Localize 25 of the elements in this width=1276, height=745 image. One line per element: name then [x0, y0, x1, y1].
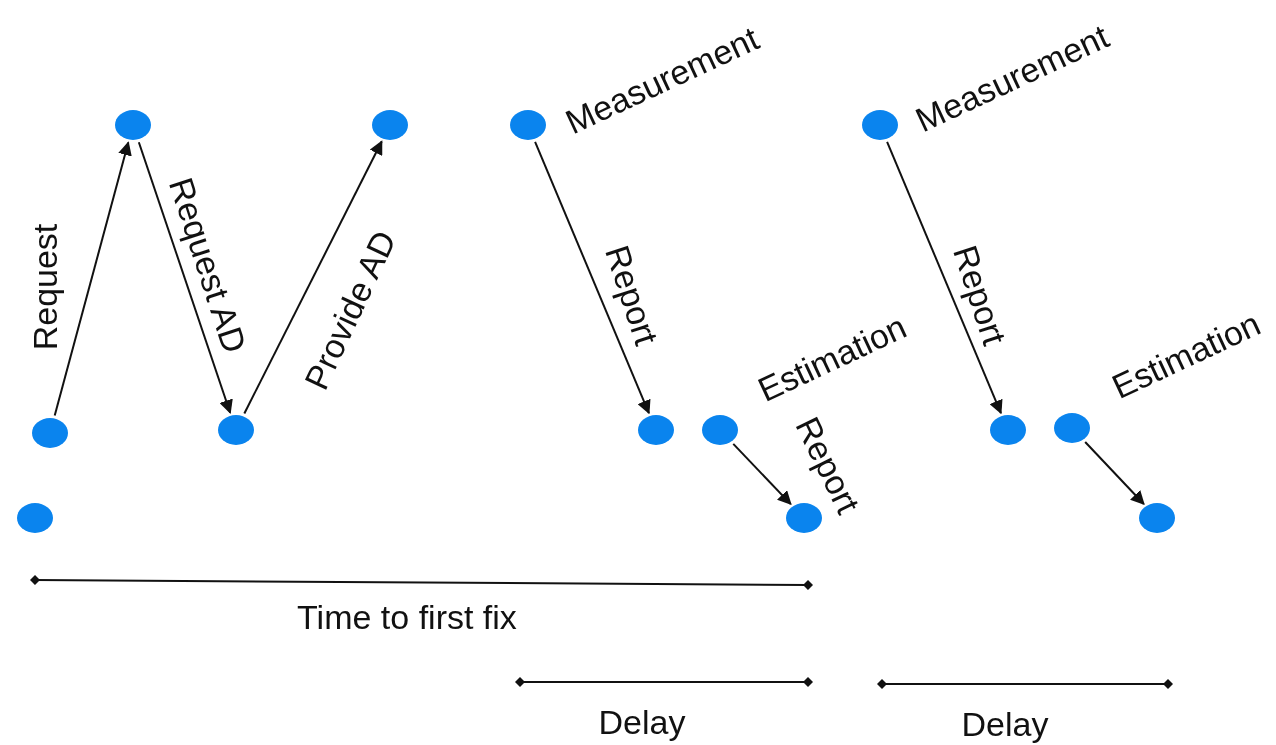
- dot: [862, 110, 898, 140]
- dot: [702, 415, 738, 445]
- dimension-label: Delay: [598, 705, 686, 739]
- arrow: [534, 140, 651, 415]
- edge-label: Report: [600, 241, 664, 349]
- dot: [510, 110, 546, 140]
- dot: [218, 415, 254, 445]
- arrow: [137, 141, 233, 415]
- arrow: [53, 141, 132, 417]
- dot: [1054, 413, 1090, 443]
- dot: [32, 418, 68, 448]
- dot: [1139, 503, 1175, 533]
- arrow: [732, 442, 792, 506]
- arrow: [243, 140, 383, 415]
- dimension-label: Time to first fix: [297, 600, 517, 634]
- arrow: [1084, 440, 1145, 506]
- dot: [990, 415, 1026, 445]
- dot: [115, 110, 151, 140]
- edge-label: Request: [28, 223, 62, 351]
- dot: [372, 110, 408, 140]
- dot: [638, 415, 674, 445]
- dot: [17, 503, 53, 533]
- edge-label: Report: [948, 241, 1012, 349]
- arrow: [886, 140, 1003, 415]
- dimension-label: Delay: [961, 707, 1049, 741]
